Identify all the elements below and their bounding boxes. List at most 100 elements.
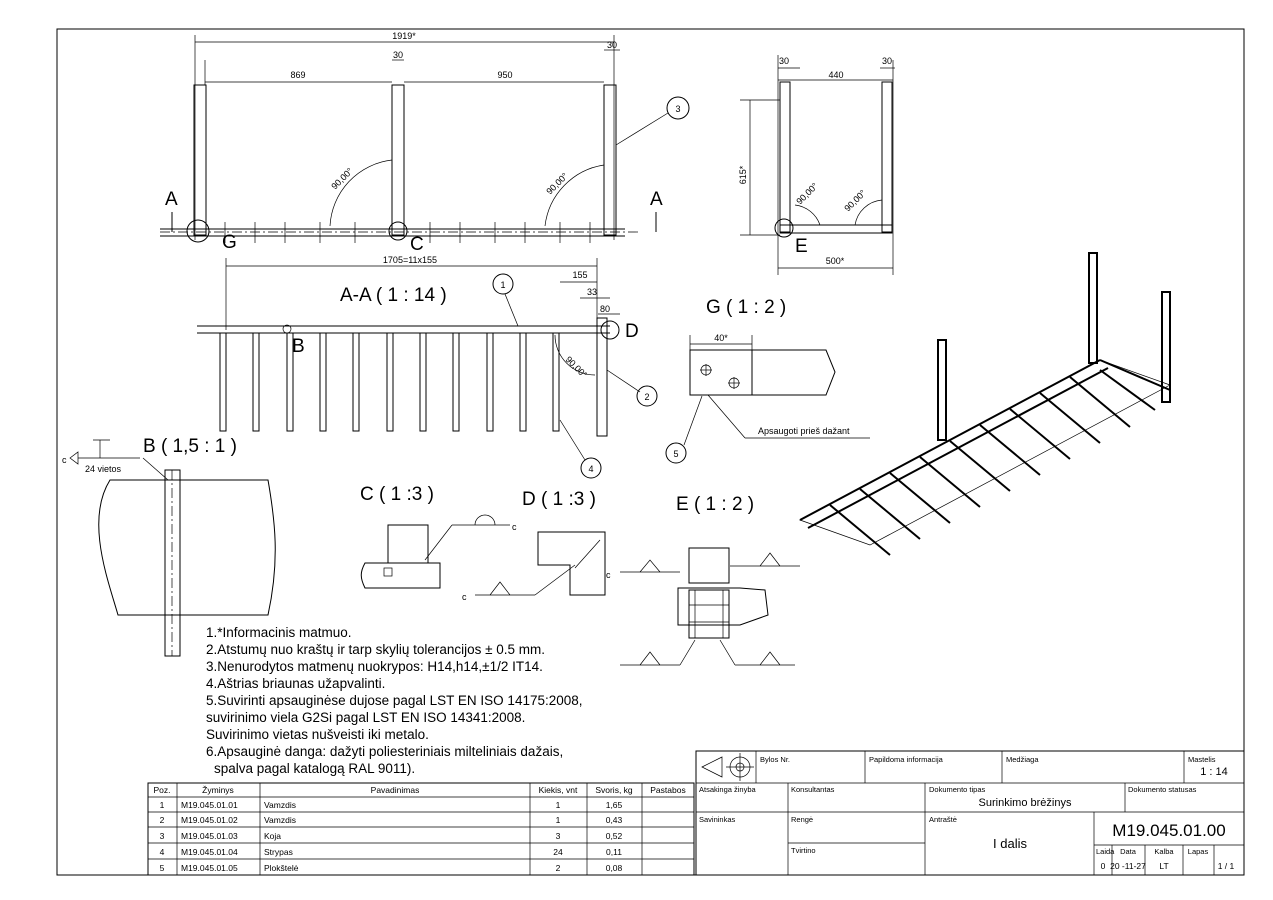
svg-text:Koja: Koja <box>264 831 281 841</box>
detail-c-weld-symbol: c <box>512 522 517 532</box>
detail-c-label: C <box>410 234 424 255</box>
detail-d-weld-symbol: c <box>462 592 467 602</box>
section-aa-title: A-A ( 1 : 14 ) <box>340 285 447 306</box>
dim-post-b: 30 <box>607 40 617 50</box>
side-dim-width: 440 <box>828 70 843 80</box>
detail-b-view: B ( 1,5 : 1 ) c 24 vietos <box>62 436 276 657</box>
detail-c-title: C ( 1 :3 ) <box>360 484 434 505</box>
dim-pitch: 1705=11x155 <box>383 255 437 265</box>
side-angle-b: 90,00° <box>842 188 868 214</box>
balloon-3: 3 <box>675 104 680 114</box>
svg-text:24: 24 <box>553 847 563 857</box>
svg-text:2: 2 <box>160 815 165 825</box>
detail-b-title: B ( 1,5 : 1 ) <box>143 436 237 457</box>
side-dim-bottom: 500* <box>826 256 845 266</box>
svg-text:M19.045.01.05: M19.045.01.05 <box>181 863 238 873</box>
detail-d-label: D <box>625 321 639 342</box>
note-line: 5.Suvirinti apsauginėse dujose pagal LST… <box>206 693 583 708</box>
balloon-2: 2 <box>644 392 649 402</box>
tb-doc-tipas-label: Dokumento tipas <box>929 785 986 794</box>
svg-text:Vamzdis: Vamzdis <box>264 800 296 810</box>
note-line: 2.Atstumų nuo kraštų ir tarp skylių tole… <box>206 642 545 657</box>
side-dim-post-b: 30 <box>882 56 892 66</box>
svg-text:Vamzdis: Vamzdis <box>264 815 296 825</box>
detail-c-view: C ( 1 :3 ) c <box>360 484 517 589</box>
tb-data: 20 -11-27 <box>1110 861 1146 871</box>
table-header: Pavadinimas <box>371 785 420 795</box>
detail-g-dim: 40* <box>714 333 728 343</box>
section-mark-right: A <box>650 189 663 210</box>
table-header: Pastabos <box>650 785 685 795</box>
svg-text:5: 5 <box>160 863 165 873</box>
dim-33: 33 <box>587 287 597 297</box>
tb-medziaga: Medžiaga <box>1006 755 1039 764</box>
tb-data-label: Data <box>1120 847 1137 856</box>
svg-text:3: 3 <box>556 831 561 841</box>
tb-renge: Rengė <box>791 815 813 824</box>
tb-papildoma: Papildoma informacija <box>869 755 944 764</box>
detail-b-label: B <box>292 336 305 357</box>
table-row: 1 M19.045.01.01 Vamzdis 1 1,65 <box>160 800 623 810</box>
svg-text:M19.045.01.04: M19.045.01.04 <box>181 847 238 857</box>
dim-overall: 1919* <box>392 31 416 41</box>
svg-text:3: 3 <box>160 831 165 841</box>
note-line: 3.Nenurodytos matmenų nuokrypos: H14,h14… <box>206 659 543 674</box>
tb-tvirtino: Tvirtino <box>791 846 816 855</box>
table-row: 2 M19.045.01.02 Vamzdis 1 0,43 <box>160 815 623 825</box>
balloon-1: 1 <box>500 280 505 290</box>
detail-g-note: Apsaugoti prieš dažant <box>758 426 850 436</box>
note-line: Suvirinimo vietas nušveisti iki metalo. <box>206 727 429 742</box>
tb-savininkas: Savininkas <box>699 815 736 824</box>
detail-d-title: D ( 1 :3 ) <box>522 489 596 510</box>
detail-g-view: G ( 1 : 2 ) 40* Apsaugoti prieš dažant 5 <box>665 297 870 464</box>
dim-155: 155 <box>572 270 587 280</box>
detail-g-label: G <box>222 232 237 253</box>
detail-g-title: G ( 1 : 2 ) <box>706 297 786 318</box>
svg-text:0,52: 0,52 <box>606 831 623 841</box>
tb-document-number: M19.045.01.00 <box>1112 821 1225 840</box>
note-line: 6.Apsauginė danga: dažyti poliesteriniai… <box>206 744 563 759</box>
svg-text:M19.045.01.01: M19.045.01.01 <box>181 800 238 810</box>
note-line: 1.*Informacinis matmuo. <box>206 625 352 640</box>
section-mark-left: A <box>165 189 178 210</box>
title-block: Bylos Nr. Papildoma informacija Medžiaga… <box>695 750 1245 876</box>
side-view: 30 30 440 615* 500* 90,00° 90,00° E <box>738 55 895 275</box>
table-header: Svoris, kg <box>595 785 633 795</box>
tb-bylos-nr: Bylos Nr. <box>760 755 790 764</box>
detail-e-label: E <box>795 236 808 257</box>
svg-text:1: 1 <box>556 800 561 810</box>
tb-konsultantas: Konsultantas <box>791 785 835 794</box>
balloon-4: 4 <box>588 464 593 474</box>
notes-block: 1.*Informacinis matmuo. 2.Atstumų nuo kr… <box>206 625 583 776</box>
svg-text:Plokštelė: Plokštelė <box>264 863 299 873</box>
side-angle-a: 90,00° <box>794 181 820 207</box>
section-aa-view: A-A ( 1 : 14 ) 1705=11x155 155 33 80 B D… <box>197 255 658 479</box>
note-line: 4.Aštrias briaunas užapvalinti. <box>206 676 385 691</box>
tb-doc-statusas: Dokumento statusas <box>1128 785 1197 794</box>
svg-text:0,08: 0,08 <box>606 863 623 873</box>
svg-text:M19.045.01.03: M19.045.01.03 <box>181 831 238 841</box>
note-line: spalva pagal katalogą RAL 9011). <box>214 761 415 776</box>
top-view: 1919* 869 950 30 30 90,00° 90,00° G C <box>160 31 690 255</box>
tb-antraste: I dalis <box>993 836 1027 851</box>
tb-lapas: 1 / 1 <box>1218 861 1235 871</box>
table-header: Žyminys <box>202 785 234 795</box>
table-row: 3 M19.045.01.03 Koja 3 0,52 <box>160 831 623 841</box>
dim-right: 950 <box>497 70 512 80</box>
projection-symbol-icon <box>701 753 754 781</box>
table-header: Kiekis, vnt <box>539 785 578 795</box>
tb-laida-label: Laida <box>1096 847 1115 856</box>
side-dim-post-a: 30 <box>779 56 789 66</box>
parts-table: Poz. Žyminys Pavadinimas Kiekis, vnt Svo… <box>147 782 695 876</box>
svg-text:1,65: 1,65 <box>606 800 623 810</box>
detail-b-weld-symbol: c <box>62 455 67 465</box>
svg-text:Strypas: Strypas <box>264 847 293 857</box>
table-row: 4 M19.045.01.04 Strypas 24 0,11 <box>160 847 623 857</box>
detail-b-weld-count: 24 vietos <box>85 464 122 474</box>
svg-text:1: 1 <box>160 800 165 810</box>
tb-kalba: LT <box>1159 861 1168 871</box>
dim-post-a: 30 <box>393 50 403 60</box>
svg-text:2: 2 <box>556 863 561 873</box>
dim-left: 869 <box>290 70 305 80</box>
